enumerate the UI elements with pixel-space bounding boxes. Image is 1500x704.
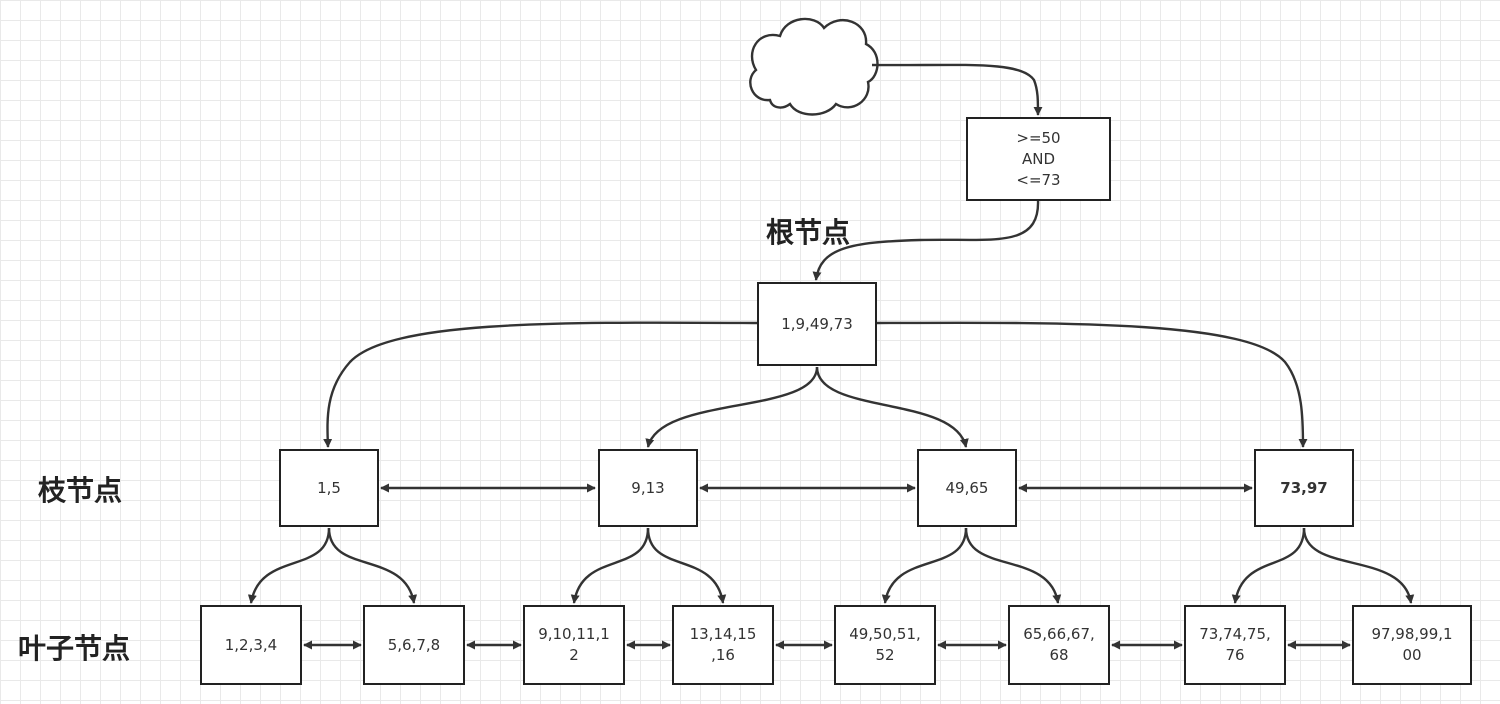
edge-root-to-branch-3 bbox=[815, 366, 969, 448]
edge-branch-2-to-leaf-3 bbox=[570, 527, 650, 604]
cloud-icon bbox=[749, 17, 879, 116]
branch-node-4: 73,97 bbox=[1254, 449, 1354, 527]
leaf-node-2: 5,6,7,8 bbox=[363, 605, 465, 685]
edge-query-to-root bbox=[812, 199, 1040, 281]
edge-branch-1-to-leaf-2 bbox=[327, 527, 418, 604]
edge-branch-1-to-leaf-1 bbox=[247, 527, 331, 604]
branch-node-2: 9,13 bbox=[598, 449, 698, 527]
edge-root-to-branch-2 bbox=[645, 366, 819, 448]
leaf-node-4: 13,14,15 ,16 bbox=[672, 605, 774, 685]
branch-node-1: 1,5 bbox=[279, 449, 379, 527]
edge-branch-4-to-leaf-8 bbox=[1302, 527, 1415, 604]
query-condition-box: >=50 AND <=73 bbox=[966, 117, 1111, 201]
edge-cloud-to-query bbox=[871, 63, 1043, 116]
leaf-node-6: 65,66,67, 68 bbox=[1008, 605, 1110, 685]
leaf-node-3: 9,10,11,1 2 bbox=[523, 605, 625, 685]
branch-node-label: 枝节点 bbox=[38, 474, 123, 507]
edge-root-to-branch-1 bbox=[323, 321, 758, 448]
edge-branch-4-to-leaf-7 bbox=[1231, 527, 1306, 604]
edge-branch-3-to-leaf-5 bbox=[881, 527, 968, 604]
root-node-label: 根节点 bbox=[766, 216, 851, 249]
leaf-node-label: 叶子节点 bbox=[18, 632, 131, 665]
root-node: 1,9,49,73 bbox=[757, 282, 877, 366]
edge-root-to-branch-4 bbox=[876, 321, 1308, 448]
edge-branch-2-to-leaf-4 bbox=[646, 527, 727, 604]
edge-branch-3-to-leaf-6 bbox=[964, 527, 1062, 604]
leaf-node-8: 97,98,99,1 00 bbox=[1352, 605, 1472, 685]
leaf-node-1: 1,2,3,4 bbox=[200, 605, 302, 685]
leaf-node-7: 73,74,75, 76 bbox=[1184, 605, 1286, 685]
leaf-node-5: 49,50,51, 52 bbox=[834, 605, 936, 685]
branch-node-3: 49,65 bbox=[917, 449, 1017, 527]
